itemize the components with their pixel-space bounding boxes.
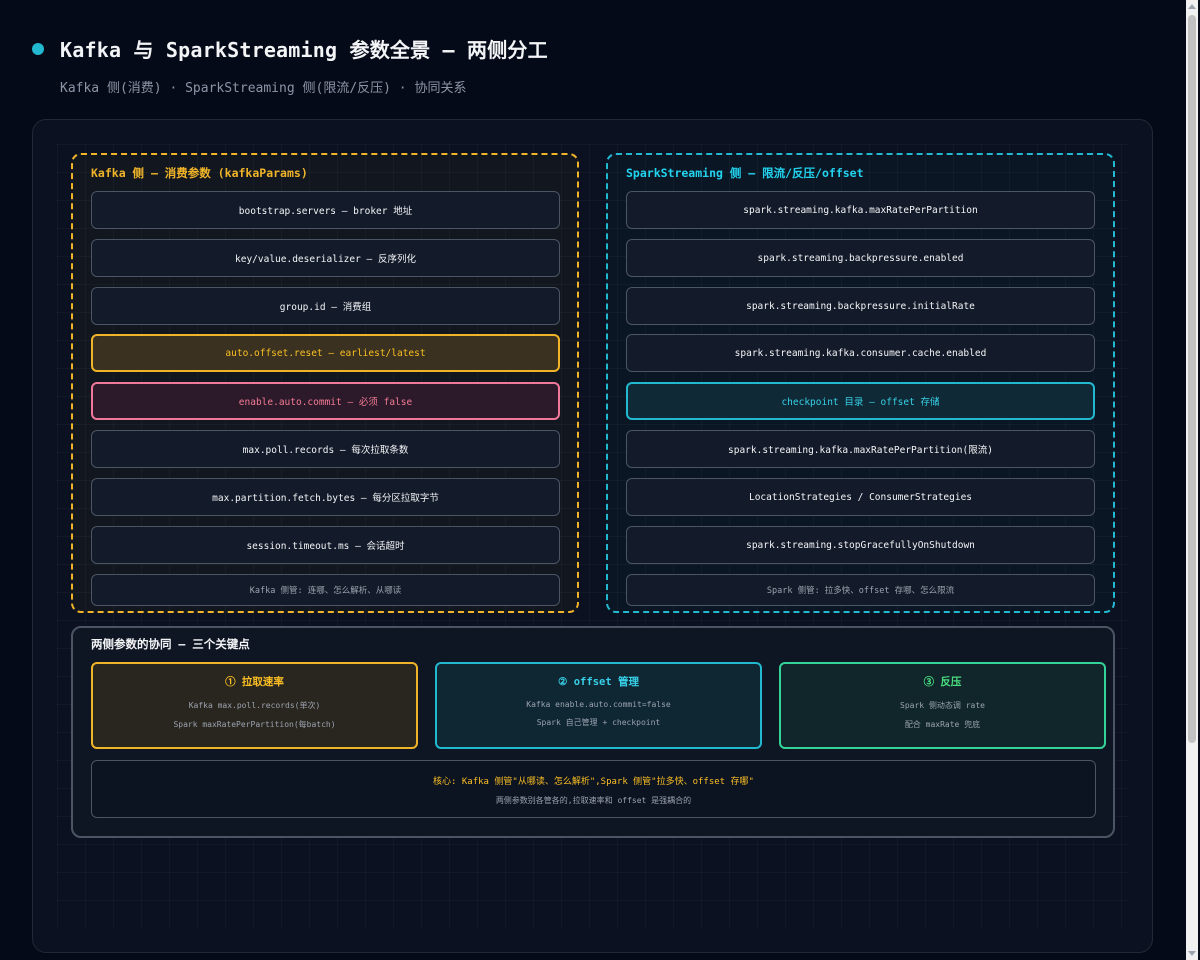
core-summary: 核心: Kafka 侧管"从哪读、怎么解析",Spark 侧管"拉多快、offs…: [91, 760, 1096, 818]
kafka-param-group-id: group.id — 消费组: [91, 287, 560, 325]
spark-param-backpressure-initial-rate: spark.streaming.backpressure.initialRate: [626, 287, 1095, 325]
scroll-up-arrow-icon[interactable]: [1188, 4, 1196, 9]
card-title: ② offset 管理: [558, 676, 639, 688]
card-line: Spark 侧动态调 rate: [900, 701, 985, 710]
page-header: Kafka 与 SparkStreaming 参数全景 — 两侧分工 Kafka…: [32, 34, 548, 96]
kafka-group-title: Kafka 侧 — 消费参数 (kafkaParams): [91, 166, 308, 180]
page-subtitle: Kafka 侧(消费) · SparkStreaming 侧(限流/反压) · …: [60, 81, 467, 96]
spark-param-max-rate-per-partition: spark.streaming.kafka.maxRatePerPartitio…: [626, 191, 1095, 229]
spark-group-note: Spark 侧管: 拉多快、offset 存哪、怎么限流: [626, 574, 1095, 606]
spark-param-strategies: LocationStrategies / ConsumerStrategies: [626, 478, 1095, 516]
core-summary-sub: 两侧参数别各管各的,拉取速率和 offset 是强耦合的: [495, 796, 692, 805]
kafka-param-enable-auto-commit: enable.auto.commit — 必须 false: [91, 382, 560, 420]
scroll-down-arrow-icon[interactable]: [1188, 951, 1196, 956]
scrollbar-thumb[interactable]: [1188, 15, 1196, 743]
page-title: Kafka 与 SparkStreaming 参数全景 — 两侧分工: [60, 38, 548, 62]
spark-param-stop-gracefully: spark.streaming.stopGracefullyOnShutdown: [626, 526, 1095, 564]
card-line: Spark maxRatePerPartition(每batch): [173, 720, 336, 729]
kafka-param-max-poll-records: max.poll.records — 每次拉取条数: [91, 430, 560, 468]
bullet-dot-icon: [32, 42, 44, 55]
card-offset-management: ② offset 管理 Kafka enable.auto.commit=fal…: [435, 662, 762, 749]
card-line: 配合 maxRate 兜底: [904, 720, 981, 729]
kafka-param-auto-offset-reset: auto.offset.reset — earliest/latest: [91, 334, 560, 372]
kafka-param-max-partition-fetch-bytes: max.partition.fetch.bytes — 每分区拉取字节: [91, 478, 560, 516]
kafka-param-bootstrap-servers: bootstrap.servers — broker 地址: [91, 191, 560, 229]
kafka-param-session-timeout: session.timeout.ms — 会话超时: [91, 526, 560, 564]
title-row: Kafka 与 SparkStreaming 参数全景 — 两侧分工: [32, 34, 548, 63]
kafka-group-note: Kafka 侧管: 连哪、怎么解析、从哪读: [91, 574, 560, 606]
core-summary-main: 核心: Kafka 侧管"从哪读、怎么解析",Spark 侧管"拉多快、offs…: [433, 777, 754, 787]
spark-group-title: SparkStreaming 侧 — 限流/反压/offset: [626, 166, 864, 180]
card-line: Spark 自己管理 + checkpoint: [536, 718, 661, 727]
spark-group: SparkStreaming 侧 — 限流/反压/offset spark.st…: [606, 153, 1115, 613]
vertical-scrollbar[interactable]: [1186, 0, 1198, 960]
spark-param-backpressure-enabled: spark.streaming.backpressure.enabled: [626, 239, 1095, 277]
collab-panel: 两侧参数的协同 — 三个关键点 ① 拉取速率 Kafka max.poll.re…: [71, 626, 1115, 838]
card-title: ③ 反压: [923, 676, 962, 688]
card-line: Kafka max.poll.records(单次): [188, 701, 321, 710]
card-title: ① 拉取速率: [225, 676, 284, 688]
card-line: Kafka enable.auto.commit=false: [526, 700, 671, 709]
kafka-group: Kafka 侧 — 消费参数 (kafkaParams) bootstrap.s…: [71, 153, 579, 613]
kafka-param-deserializer: key/value.deserializer — 反序列化: [91, 239, 560, 277]
card-pull-rate: ① 拉取速率 Kafka max.poll.records(单次) Spark …: [91, 662, 418, 749]
spark-param-consumer-cache: spark.streaming.kafka.consumer.cache.ena…: [626, 334, 1095, 372]
spark-param-checkpoint: checkpoint 目录 — offset 存储: [626, 382, 1095, 420]
spark-param-max-rate-limit: spark.streaming.kafka.maxRatePerPartitio…: [626, 430, 1095, 468]
card-backpressure: ③ 反压 Spark 侧动态调 rate 配合 maxRate 兜底: [779, 662, 1106, 749]
collab-title: 两侧参数的协同 — 三个关键点: [91, 637, 250, 651]
diagram-canvas: Kafka 侧 — 消费参数 (kafkaParams) bootstrap.s…: [32, 119, 1153, 953]
